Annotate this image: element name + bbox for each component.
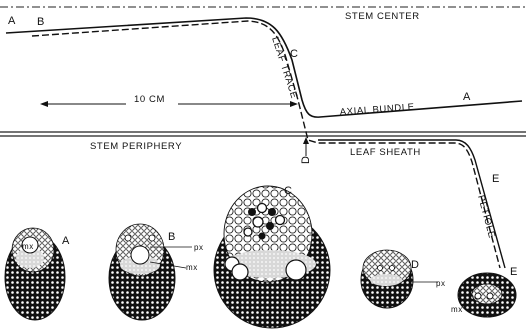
petiole-path bbox=[318, 140, 505, 268]
axial-bundle-label: AXIAL BUNDLE bbox=[339, 102, 415, 118]
section-c-label: C bbox=[284, 185, 293, 197]
section-d-px: px bbox=[436, 279, 446, 288]
label-e-top: E bbox=[492, 173, 500, 185]
section-a-label: A bbox=[62, 235, 70, 247]
scale-arrow-right bbox=[290, 101, 298, 107]
leaf-trace-label: LEAF TRACE bbox=[269, 36, 299, 101]
section-e-label: E bbox=[510, 266, 518, 278]
label-c-top: C bbox=[290, 48, 299, 60]
d-pointer-arrow bbox=[303, 137, 309, 144]
section-e: E mx bbox=[451, 266, 518, 317]
section-a-mx: mx bbox=[22, 242, 34, 251]
leaf-sheath-label: LEAF SHEATH bbox=[350, 147, 421, 158]
scale-label: 10 CM bbox=[134, 94, 165, 105]
scale-arrow-left bbox=[40, 101, 48, 107]
section-b: B px mx bbox=[109, 224, 204, 320]
section-e-mx: mx bbox=[451, 305, 463, 314]
section-b-label: B bbox=[168, 231, 176, 243]
label-b-top: B bbox=[37, 16, 45, 28]
label-a-left: A bbox=[8, 15, 16, 27]
section-c: C bbox=[214, 185, 330, 328]
label-a-right: A bbox=[463, 91, 471, 103]
section-b-px: px bbox=[194, 243, 204, 252]
section-d: D px bbox=[361, 250, 446, 308]
stem-periphery-label: STEM PERIPHERY bbox=[90, 141, 182, 152]
label-d-top: D bbox=[300, 155, 312, 164]
petiole-label: PETIOLE bbox=[475, 194, 497, 240]
stem-center-label: STEM CENTER bbox=[345, 11, 420, 22]
section-d-label: D bbox=[411, 259, 420, 271]
section-a: mx A bbox=[5, 228, 70, 320]
section-b-mx: mx bbox=[186, 263, 198, 272]
